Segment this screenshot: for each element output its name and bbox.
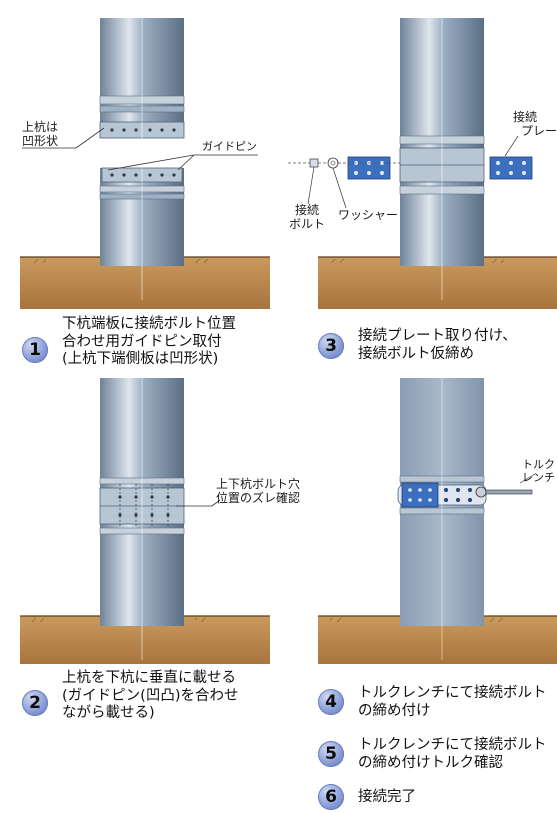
step-1-line3: (上杭下端側板は凹形状) bbox=[62, 351, 219, 367]
panel-2 bbox=[20, 368, 270, 664]
panel-1 bbox=[20, 8, 270, 309]
plate-left bbox=[347, 156, 391, 180]
step-3-line2: 接続ボルト仮締め bbox=[358, 345, 474, 362]
upper-pile-label-line1: 上杭は bbox=[22, 120, 59, 134]
step-2-line3: ながら載せる) bbox=[62, 705, 155, 721]
step-4-number: 4 bbox=[318, 689, 344, 715]
step-3-number: 3 bbox=[318, 333, 344, 359]
washer-label: ワッシャー bbox=[338, 208, 399, 222]
step-6-line1: 接続完了 bbox=[358, 789, 416, 805]
plate-label-line2: プレー bbox=[521, 124, 557, 138]
misalign-label-line1: 上下杭ボルト穴 bbox=[216, 477, 301, 491]
misalign-label-line2: 位置のズレ確認 bbox=[216, 491, 301, 505]
panel-4 bbox=[318, 368, 557, 664]
wrench-head bbox=[475, 486, 487, 498]
upper-pile-label-line2: 凹形状 bbox=[22, 134, 59, 148]
wrench-label-line2: レンチ bbox=[522, 471, 555, 484]
misalign-label: 上下杭ボルト穴 位置のズレ確認 bbox=[216, 477, 300, 505]
step-1-text: 下杭端板に接続ボルト位置 合わせ用ガイドピン取付 (上杭下端側板は凹形状) bbox=[62, 316, 236, 369]
step-1-line1: 下杭端板に接続ボルト位置 bbox=[62, 316, 236, 332]
upper-pile-label: 上杭は 凹形状 bbox=[22, 120, 58, 148]
guide-pin-label: ガイドピン bbox=[202, 140, 257, 153]
step-3-text: 接続プレート取り付け、 接続ボルト仮締め bbox=[358, 328, 517, 363]
step-5-line1: トルクレンチにて接続ボルト bbox=[358, 737, 547, 753]
step-2-line2: (ガイドピン(凹凸)を合わせ bbox=[62, 687, 239, 704]
step-6-number: 6 bbox=[318, 784, 344, 810]
wrench-label: トルク レンチ bbox=[522, 458, 555, 484]
step-2-text: 上杭を下杭に垂直に載せる (ガイドピン(凹凸)を合わせ ながら載せる) bbox=[62, 670, 238, 723]
panel-3 bbox=[288, 8, 557, 309]
step-2-number: 2 bbox=[22, 690, 48, 716]
bolt-label-line2: ボルト bbox=[289, 217, 326, 231]
step-6-text: 接続完了 bbox=[358, 789, 416, 807]
bolt-label-line1: 接続 bbox=[295, 203, 320, 217]
step-4-line2: の締め付け bbox=[358, 702, 431, 719]
wrench-label-line1: トルク bbox=[522, 458, 555, 471]
step-4-line1: トルクレンチにて接続ボルト bbox=[358, 685, 547, 701]
plate-right bbox=[489, 156, 533, 180]
step-1-line2: 合わせ用ガイドピン取付 bbox=[62, 333, 222, 350]
plate-fastened bbox=[401, 482, 439, 508]
wrench-handle bbox=[485, 489, 533, 495]
step-5-number: 5 bbox=[318, 741, 344, 767]
step-2-line1: 上杭を下杭に垂直に載せる bbox=[62, 670, 236, 686]
step-1-number: 1 bbox=[22, 337, 48, 363]
bolt-label: 接続 ボルト bbox=[289, 203, 325, 231]
plate-label-line1: 接続 bbox=[513, 110, 538, 124]
step-5-text: トルクレンチにて接続ボルト の締め付けトルク確認 bbox=[358, 737, 547, 772]
step-5-line2: の締め付けトルク確認 bbox=[358, 754, 503, 771]
bolt-shape bbox=[309, 158, 319, 168]
step-3-line1: 接続プレート取り付け、 bbox=[358, 328, 517, 344]
plate-label: 接続 プレー bbox=[513, 110, 557, 138]
step-4-text: トルクレンチにて接続ボルト の締め付け bbox=[358, 685, 547, 720]
